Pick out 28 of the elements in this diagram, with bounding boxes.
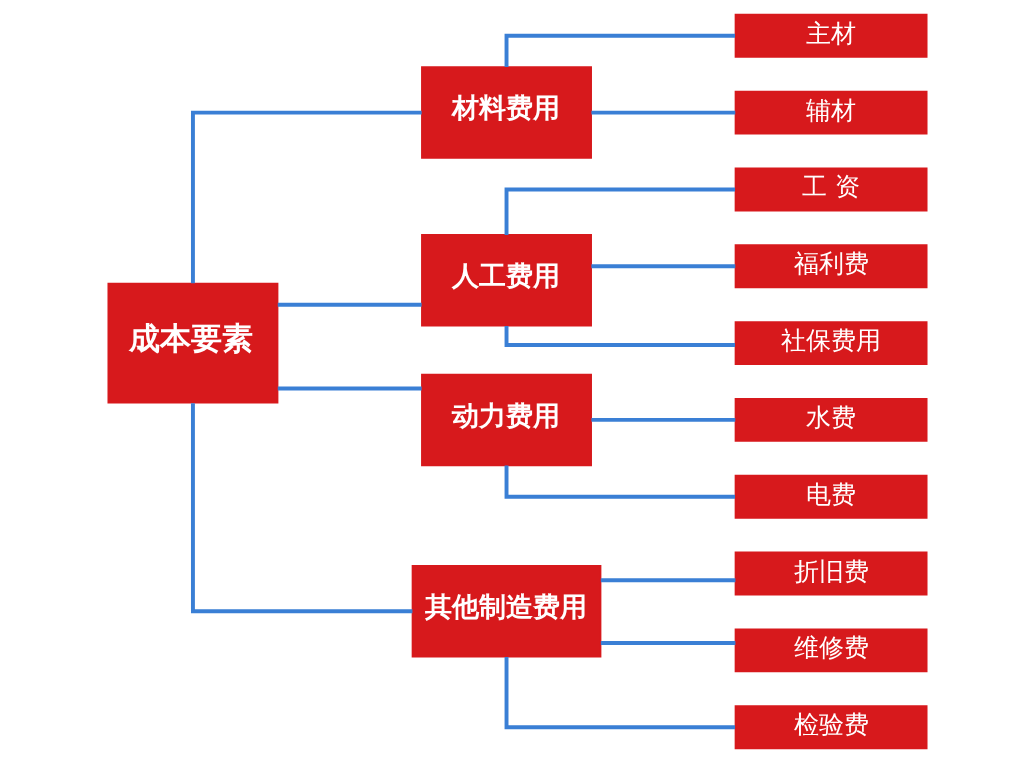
node-box: 检验费 — [734, 705, 928, 750]
node-box: 社保费用 — [734, 321, 928, 366]
node-box: 主材 — [734, 13, 928, 58]
node-box: 动力费用 — [421, 373, 592, 467]
connector — [504, 33, 735, 67]
connector — [277, 302, 422, 307]
node-box: 维修费 — [734, 628, 928, 673]
connector — [600, 578, 736, 583]
connector — [191, 403, 413, 614]
connector — [600, 641, 736, 645]
connector — [504, 187, 735, 235]
connector — [504, 465, 735, 499]
connector — [591, 264, 736, 269]
node-box: 材料费用 — [421, 66, 592, 159]
node-box: 工 资 — [734, 167, 928, 212]
node-box: 人工费用 — [421, 234, 592, 327]
node-box: 辅材 — [734, 90, 928, 135]
connector — [591, 417, 736, 422]
node-box: 成本要素 — [107, 282, 279, 404]
connector — [591, 110, 736, 115]
node-box: 福利费 — [734, 244, 928, 289]
node-box: 电费 — [734, 474, 928, 519]
node-box: 其他制造费用 — [411, 564, 602, 658]
connector — [504, 657, 735, 730]
connector — [191, 110, 422, 284]
node-box: 水费 — [734, 397, 928, 442]
connector — [277, 386, 422, 391]
node-box: 折旧费 — [734, 551, 928, 596]
